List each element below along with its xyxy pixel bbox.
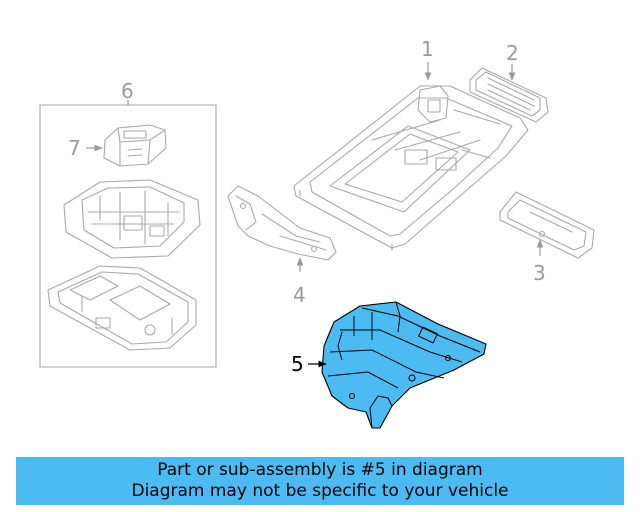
part-2-lens — [469, 64, 549, 123]
banner-line-1: Part or sub-assembly is #5 in diagram — [157, 460, 483, 480]
callout-3: 3 — [533, 261, 546, 285]
info-banner: Part or sub-assembly is #5 in diagram Di… — [16, 457, 624, 505]
callout-7: 7 — [68, 136, 81, 160]
callout-6: 6 — [121, 79, 134, 103]
banner-line-2: Diagram may not be specific to your vehi… — [131, 481, 509, 501]
part-4-bracket — [227, 185, 337, 272]
callout-5: 5 — [291, 352, 304, 376]
part-6-base-tray — [47, 265, 197, 351]
callout-4: 4 — [293, 283, 306, 307]
callout-1: 1 — [421, 37, 434, 61]
part-5-trim-panel-highlighted — [308, 301, 487, 429]
part-3-cover — [499, 191, 595, 259]
part-6-assembly-box — [39, 100, 217, 368]
part-7-switch — [86, 124, 167, 167]
part-6-console-frame — [63, 179, 201, 259]
callout-2: 2 — [506, 41, 519, 65]
part-1-overhead-console — [293, 62, 529, 251]
